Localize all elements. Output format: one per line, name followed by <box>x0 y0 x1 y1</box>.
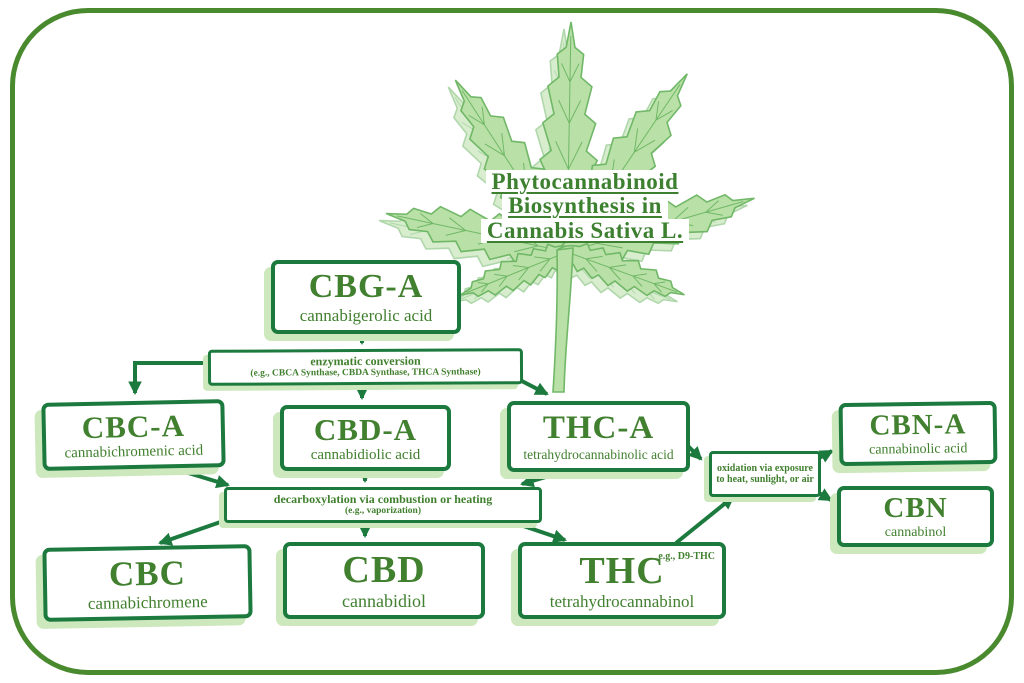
diagram-title-line2: Biosynthesis in <box>502 193 668 219</box>
node-cbca: CBC-A cannabichromenic acid <box>41 399 226 471</box>
arrow-enzymatic-to-cbca <box>128 361 208 396</box>
process-decarboxylation-line1: decarboxylation via combustion or heatin… <box>273 491 493 506</box>
node-thc-title: THC <box>579 549 665 592</box>
process-enzymatic-line2: (e.g., CBCA Synthase, CBDA Synthase, THC… <box>250 367 481 380</box>
process-oxidation: oxidation via exposure to heat, sunlight… <box>709 451 821 497</box>
diagram-title-line3: Cannabis Sativa L. <box>480 218 690 244</box>
node-cbc: CBC cannabichromene <box>42 544 253 622</box>
node-cbna-title: CBN-A <box>869 407 967 442</box>
node-cbda: CBD-A cannabidiolic acid <box>280 405 451 471</box>
node-cbna: CBN-A cannabinolic acid <box>838 400 998 467</box>
node-cbn-subtitle: cannabinol <box>884 524 947 540</box>
diagram-border <box>10 8 1014 675</box>
node-thc-subtitle: tetrahydrocannabinol <box>549 591 695 611</box>
node-cbca-subtitle: cannabichromenic acid <box>64 442 204 461</box>
node-thc: e.g., D9-THC THC tetrahydrocannabinol <box>518 542 726 619</box>
arrow-thc-to-oxidation <box>674 495 735 545</box>
node-cbd-subtitle: cannabidiol <box>342 591 426 611</box>
node-cbda-title: CBD-A <box>313 411 418 447</box>
process-oxidation-line1: oxidation via exposure <box>717 462 813 474</box>
node-cbc-subtitle: cannabichromene <box>87 591 208 613</box>
node-cbn: CBN cannabinol <box>837 486 994 547</box>
node-cbca-title: CBC-A <box>81 407 186 445</box>
node-thca-subtitle: tetrahydrocannabinolic acid <box>523 446 674 462</box>
node-thc-note: e.g., D9-THC <box>658 551 715 562</box>
node-cbga: CBG-A cannabigerolic acid <box>271 260 461 334</box>
node-cbn-title: CBN <box>883 491 948 524</box>
process-enzymatic-line1: enzymatic conversion <box>310 353 421 368</box>
node-cbna-subtitle: cannabinolic acid <box>868 440 968 458</box>
node-cbda-subtitle: cannabidiolic acid <box>310 446 421 463</box>
node-cbd: CBD cannabidiol <box>283 542 485 619</box>
diagram-title: Phytocannabinoid Biosynthesis in Cannabi… <box>420 169 750 244</box>
node-cbd-title: CBD <box>342 549 426 591</box>
process-enzymatic-conversion: enzymatic conversion (e.g., CBCA Synthas… <box>207 348 524 386</box>
process-decarboxylation: decarboxylation via combustion or heatin… <box>224 487 542 523</box>
process-oxidation-line2: to heat, sunlight, or air <box>716 474 814 485</box>
process-decarboxylation-line2: (e.g., vaporization) <box>345 506 421 517</box>
node-cbga-title: CBG-A <box>308 268 424 305</box>
node-cbc-title: CBC <box>108 552 187 594</box>
diagram-title-line1: Phytocannabinoid <box>485 169 685 195</box>
arrow-decarb-to-cbc <box>158 516 233 546</box>
node-thca-title: THC-A <box>542 409 655 446</box>
node-thca: THC-A tetrahydrocannabinolic acid <box>507 401 690 472</box>
node-cbga-subtitle: cannabigerolic acid <box>299 306 433 325</box>
